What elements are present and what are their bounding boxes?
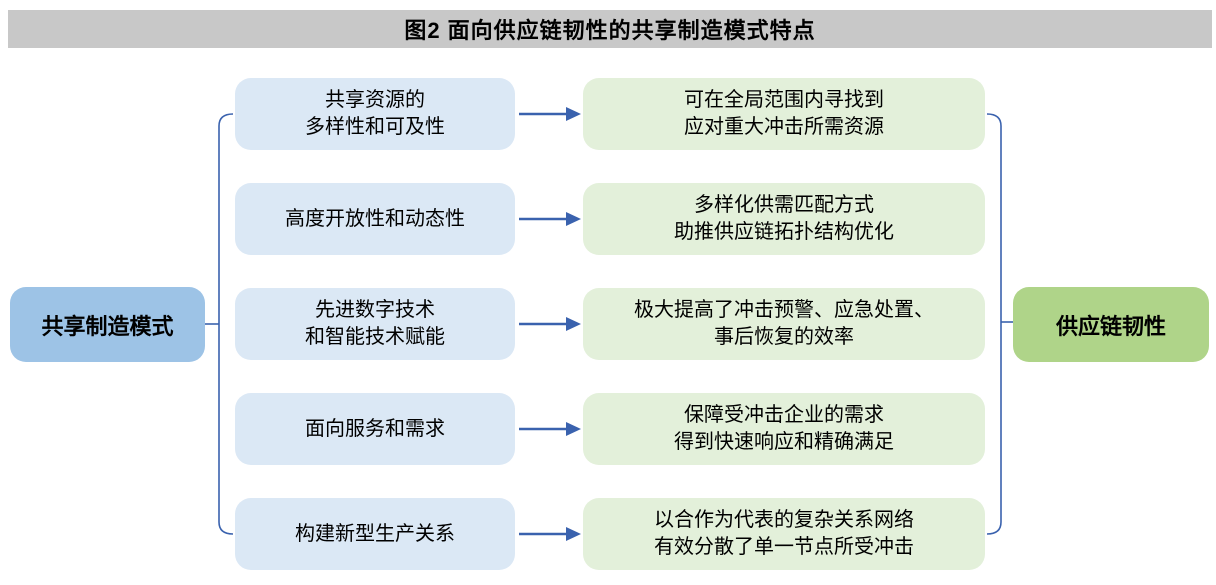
left-bracket <box>218 113 234 535</box>
arrow-row-4 <box>519 422 581 436</box>
effect-line: 应对重大冲击所需资源 <box>684 116 884 138</box>
effect-line: 得到快速响应和精确满足 <box>674 431 894 453</box>
effect-box-2: 多样化供需匹配方式 助推供应链拓扑结构优化 <box>583 183 985 255</box>
effect-line: 可在全局范围内寻找到 <box>684 89 884 111</box>
feature-line: 构建新型生产关系 <box>295 522 455 545</box>
effect-box-3: 极大提高了冲击预警、应急处置、 事后恢复的效率 <box>583 288 985 360</box>
feature-line: 面向服务和需求 <box>305 417 445 440</box>
feature-box-5: 构建新型生产关系 <box>235 498 515 570</box>
feature-box-3: 先进数字技术 和智能技术赋能 <box>235 288 515 360</box>
feature-box-4: 面向服务和需求 <box>235 393 515 465</box>
feature-box-2: 高度开放性和动态性 <box>235 183 515 255</box>
feature-line: 和智能技术赋能 <box>305 326 445 348</box>
effect-line: 极大提高了冲击预警、应急处置、 <box>634 299 934 321</box>
feature-line: 高度开放性和动态性 <box>285 207 465 230</box>
right-bracket <box>986 113 1002 535</box>
feature-line: 先进数字技术 <box>315 299 435 321</box>
supply-chain-resilience-node: 供应链韧性 <box>1013 287 1209 362</box>
feature-box-1: 共享资源的 多样性和可及性 <box>235 78 515 150</box>
title-bar: 图2 面向供应链韧性的共享制造模式特点 <box>8 10 1212 48</box>
shared-manufacturing-node: 共享制造模式 <box>10 287 205 362</box>
effect-box-1: 可在全局范围内寻找到 应对重大冲击所需资源 <box>583 78 985 150</box>
effect-line: 保障受冲击企业的需求 <box>684 404 884 426</box>
effect-line: 助推供应链拓扑结构优化 <box>674 221 894 243</box>
arrow-row-1 <box>519 107 581 121</box>
effect-line: 事后恢复的效率 <box>714 326 854 348</box>
effect-line: 多样化供需匹配方式 <box>694 194 874 216</box>
effect-box-4: 保障受冲击企业的需求 得到快速响应和精确满足 <box>583 393 985 465</box>
effect-line: 以合作为代表的复杂关系网络 <box>654 509 914 531</box>
feature-line: 共享资源的 <box>325 89 425 111</box>
supply-chain-resilience-label: 供应链韧性 <box>1055 313 1166 339</box>
figure-title: 图2 面向供应链韧性的共享制造模式特点 <box>404 18 816 43</box>
feature-line: 多样性和可及性 <box>305 116 445 138</box>
effect-line: 有效分散了单一节点所受冲击 <box>654 536 914 558</box>
effect-box-5: 以合作为代表的复杂关系网络 有效分散了单一节点所受冲击 <box>583 498 985 570</box>
shared-manufacturing-label: 共享制造模式 <box>41 313 174 339</box>
arrow-row-2 <box>519 212 581 226</box>
arrow-row-3 <box>519 317 581 331</box>
arrow-row-5 <box>519 527 581 541</box>
